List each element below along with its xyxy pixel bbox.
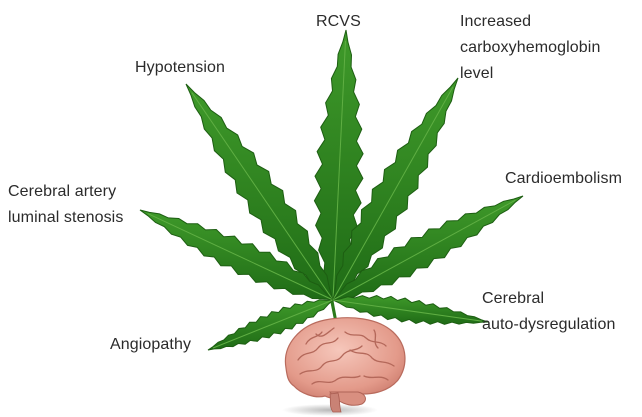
- label-autodys-line-2: auto-dysregulation: [482, 312, 615, 338]
- label-stenosis-line-1: Cerebral artery: [8, 179, 123, 205]
- label-carboxy-line-2: carboxyhemoglobin: [460, 35, 600, 61]
- label-hypotension: Hypotension: [135, 55, 225, 81]
- label-carboxyhemoglobin: Increased carboxyhemoglobin level: [460, 9, 600, 87]
- label-autodys-line-1: Cerebral: [482, 286, 615, 312]
- label-hypotension-text: Hypotension: [135, 55, 225, 81]
- brain-shadow: [282, 404, 378, 416]
- label-stenosis-line-2: luminal stenosis: [8, 205, 123, 231]
- label-angiopathy: Angiopathy: [110, 332, 191, 358]
- label-cardioembolism-text: Cardioembolism: [505, 166, 622, 192]
- label-cardioembolism: Cardioembolism: [505, 166, 622, 192]
- label-luminal-stenosis: Cerebral artery luminal stenosis: [8, 179, 123, 231]
- label-auto-dysregulation: Cerebral auto-dysregulation: [482, 286, 615, 338]
- label-angiopathy-text: Angiopathy: [110, 332, 191, 358]
- label-rcvs: RCVS: [316, 9, 361, 35]
- label-rcvs-text: RCVS: [316, 9, 361, 35]
- brain-body: [285, 318, 405, 399]
- brain-icon: [285, 318, 405, 412]
- label-carboxy-line-3: level: [460, 61, 600, 87]
- label-carboxy-line-1: Increased: [460, 9, 600, 35]
